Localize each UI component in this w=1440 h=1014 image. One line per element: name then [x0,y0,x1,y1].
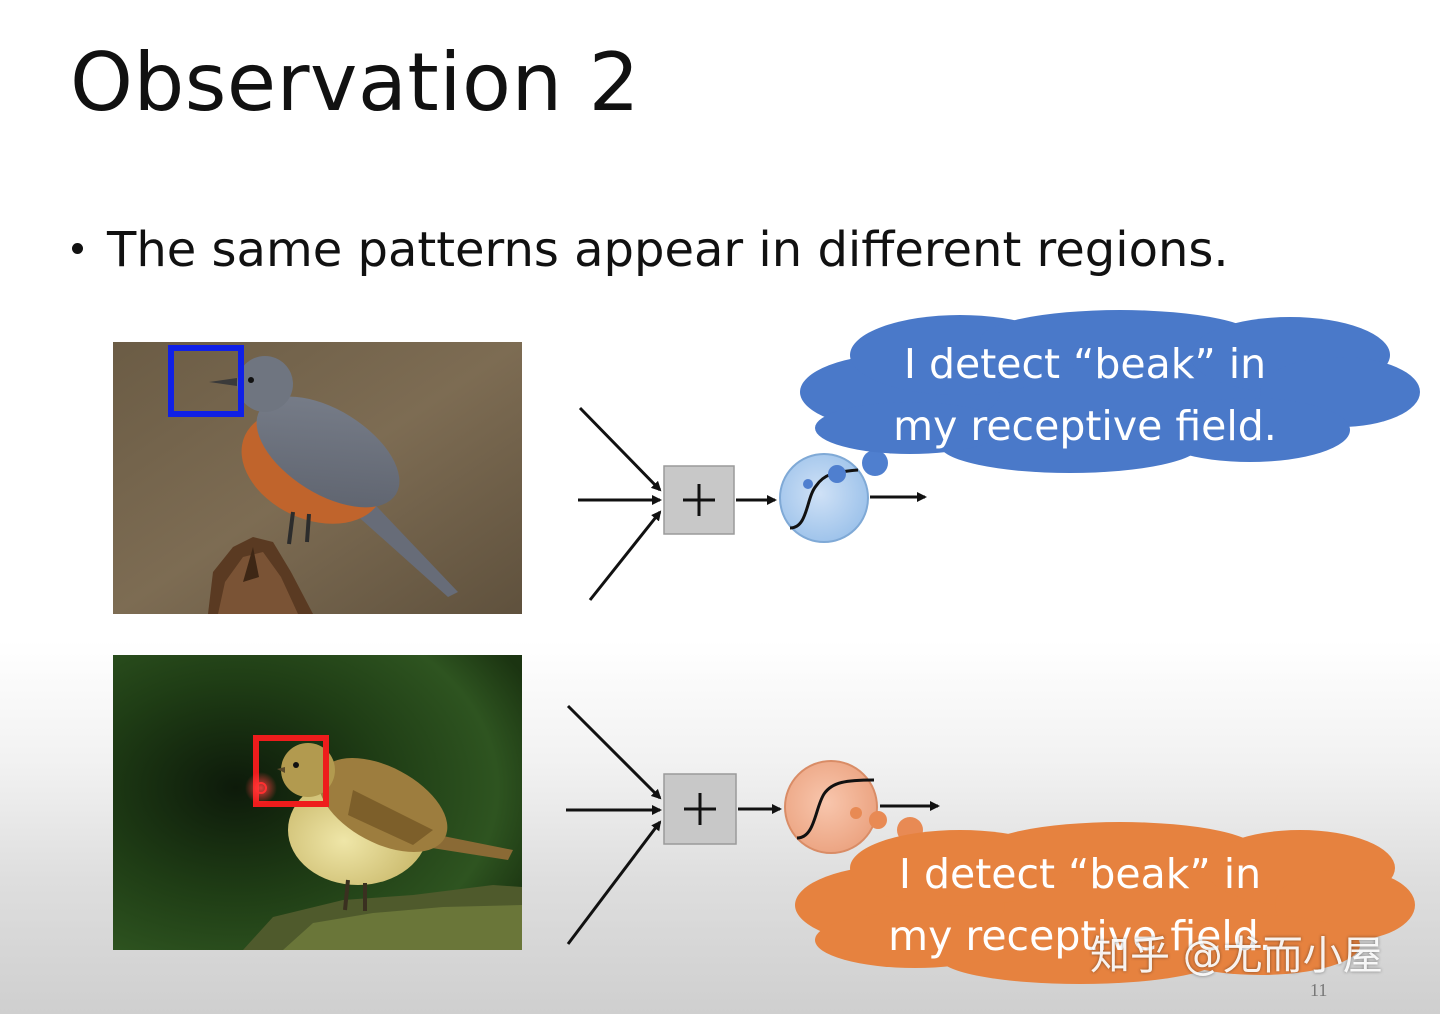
bird-image-top [113,342,522,614]
bullet-text: The same patterns appear in different re… [107,222,1229,278]
bird-photo-top [113,342,522,614]
bullet-point: The same patterns appear in different re… [72,220,1229,280]
input-arrow-bottom-3 [566,820,662,945]
bird-image-bottom [113,655,522,950]
sigmoid-curve-icon [796,778,875,840]
input-arrow-top-3 [588,510,662,601]
plus-icon [683,484,715,516]
speech-cloud-bottom [795,822,1415,984]
watermark: 知乎 @尤而小屋 [1090,933,1383,979]
input-arrow-bottom-1 [566,704,662,800]
speech-line-2: my receptive field. [893,402,1277,450]
speech-cloud-top [800,310,1420,473]
page-number: 11 [1310,980,1328,1000]
plus-icon [684,793,716,825]
activation-node-bottom [784,760,878,854]
speech-cloud-bottom-text: I detect “beak” in my receptive field. [850,843,1310,967]
neuron-bottom [566,704,1415,984]
input-arrow-top-1 [578,406,662,492]
sum-node-top [663,465,735,535]
slide-title: Observation 2 [70,36,640,129]
speech-cloud-top-text: I detect “beak” in my receptive field. [855,333,1315,457]
speech-line-2: my receptive field. [888,912,1272,960]
speech-line-1: I detect “beak” in [898,850,1262,898]
speech-line-1: I detect “beak” in [903,340,1267,388]
cursor-indicator [255,782,267,794]
bird-photo-bottom [113,655,522,950]
neuron-top [578,310,1420,601]
detection-box-red [253,735,329,807]
detection-box-blue [168,345,244,417]
bullet-dot [72,242,83,254]
